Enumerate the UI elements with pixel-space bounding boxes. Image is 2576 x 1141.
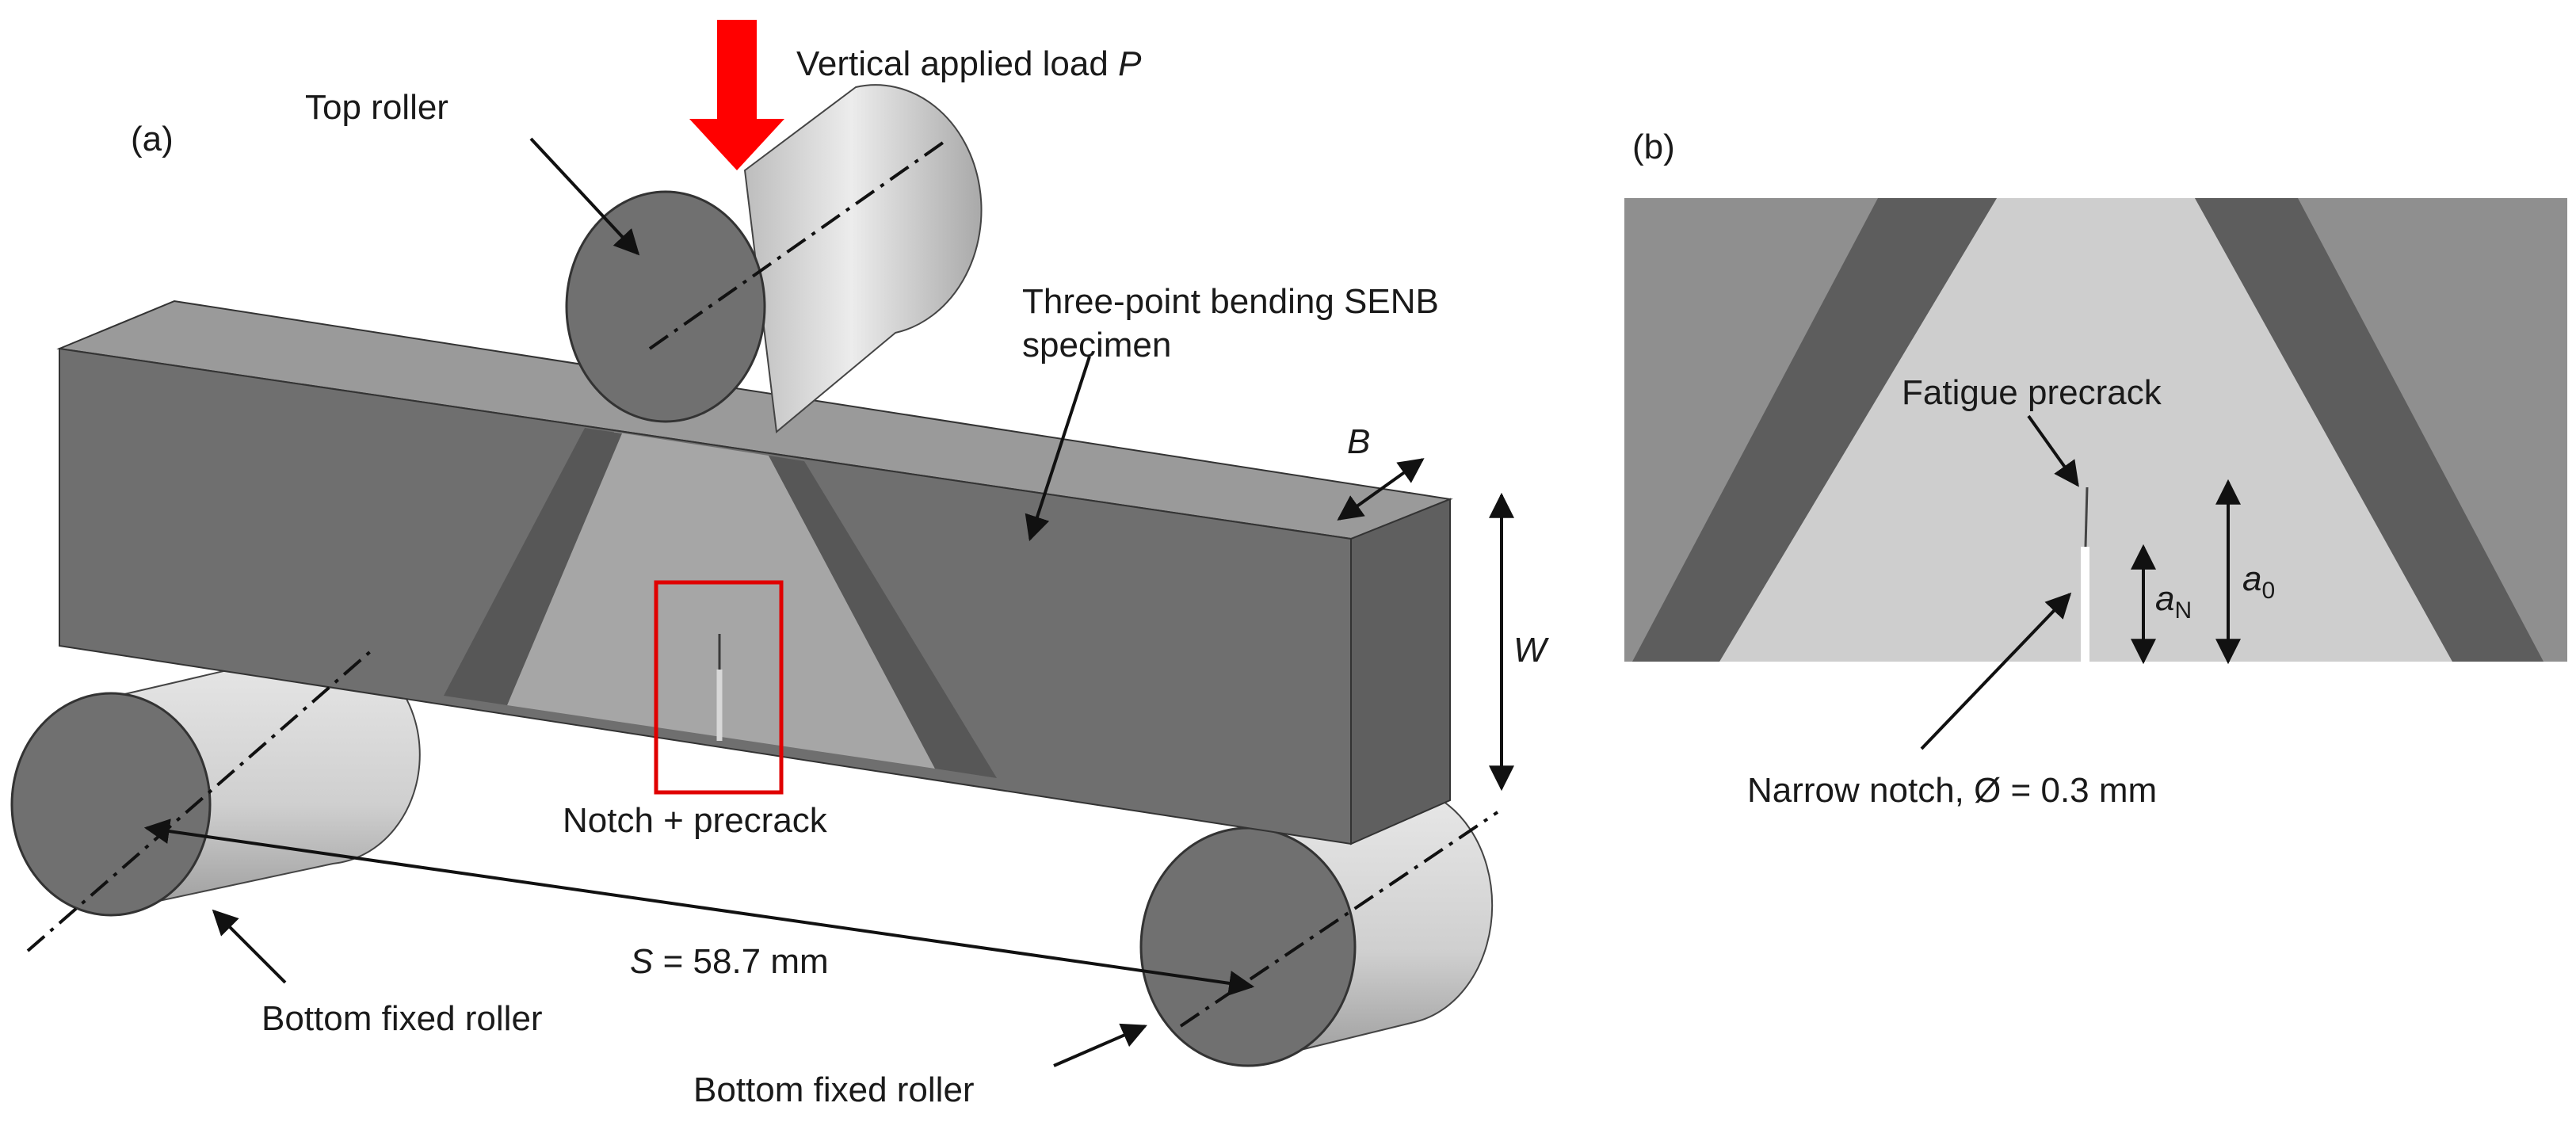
- zoom-shear-band-right: [2195, 198, 2544, 662]
- narrow-notch-label: Narrow notch, Ø = 0.3 mm: [1747, 771, 2157, 810]
- span-dimension: [143, 819, 1255, 996]
- top-roller: [565, 84, 983, 433]
- bottom-left-roller-leader: [212, 909, 287, 984]
- top-roller-label: Top roller: [305, 88, 448, 127]
- bottom-left-roller-label: Bottom fixed roller: [261, 999, 543, 1038]
- specimen-leader: [1025, 356, 1091, 542]
- zoom-precrack: [2084, 487, 2089, 548]
- narrow-notch-leader: [1920, 592, 2072, 750]
- width-label: W: [1513, 631, 1549, 670]
- notch-highlight-box: [654, 580, 784, 795]
- crack-length-label: a0: [2242, 559, 2275, 604]
- thickness-dimension: [1337, 458, 1425, 521]
- fatigue-precrack-leader: [2027, 414, 2079, 487]
- specimen-label-line2: specimen: [1022, 326, 1171, 364]
- load-label: Vertical applied load P: [796, 44, 1142, 83]
- shear-band-left: [444, 428, 622, 705]
- specimen-label-line1: Three-point bending SENB: [1022, 282, 1439, 321]
- plastic-zone: [507, 432, 935, 769]
- bottom-right-roller-label: Bottom fixed roller: [693, 1070, 975, 1109]
- senb-specimen: [56, 300, 1453, 845]
- zoom-plastic-zone: [1719, 198, 2452, 662]
- fatigue-precrack-label: Fatigue precrack: [1902, 373, 2162, 412]
- bottom-right-roller-leader: [1053, 1023, 1147, 1067]
- panel-a: (a) Vertical applied load P Top roller T…: [10, 20, 1549, 1109]
- notch-depth-label: aN: [2155, 579, 2192, 624]
- shear-band-right: [769, 456, 997, 778]
- panel-b-tag: (b): [1632, 128, 1675, 166]
- top-roller-axis: [648, 141, 945, 350]
- bottom-left-roller-axis: [26, 648, 374, 952]
- zoom-notch: [2081, 547, 2089, 662]
- panel-b: (b) Fatigue precrack aN a0 Narrow notch,…: [1624, 128, 2567, 810]
- top-roller-leader: [529, 137, 640, 256]
- load-arrow: [689, 20, 784, 170]
- panel-a-tag: (a): [131, 120, 174, 158]
- zoom-shear-band-left: [1632, 198, 1997, 662]
- span-label: S = 58.7 mm: [630, 942, 829, 981]
- notch-precrack-label: Notch + precrack: [563, 801, 828, 840]
- thickness-label: B: [1347, 422, 1370, 461]
